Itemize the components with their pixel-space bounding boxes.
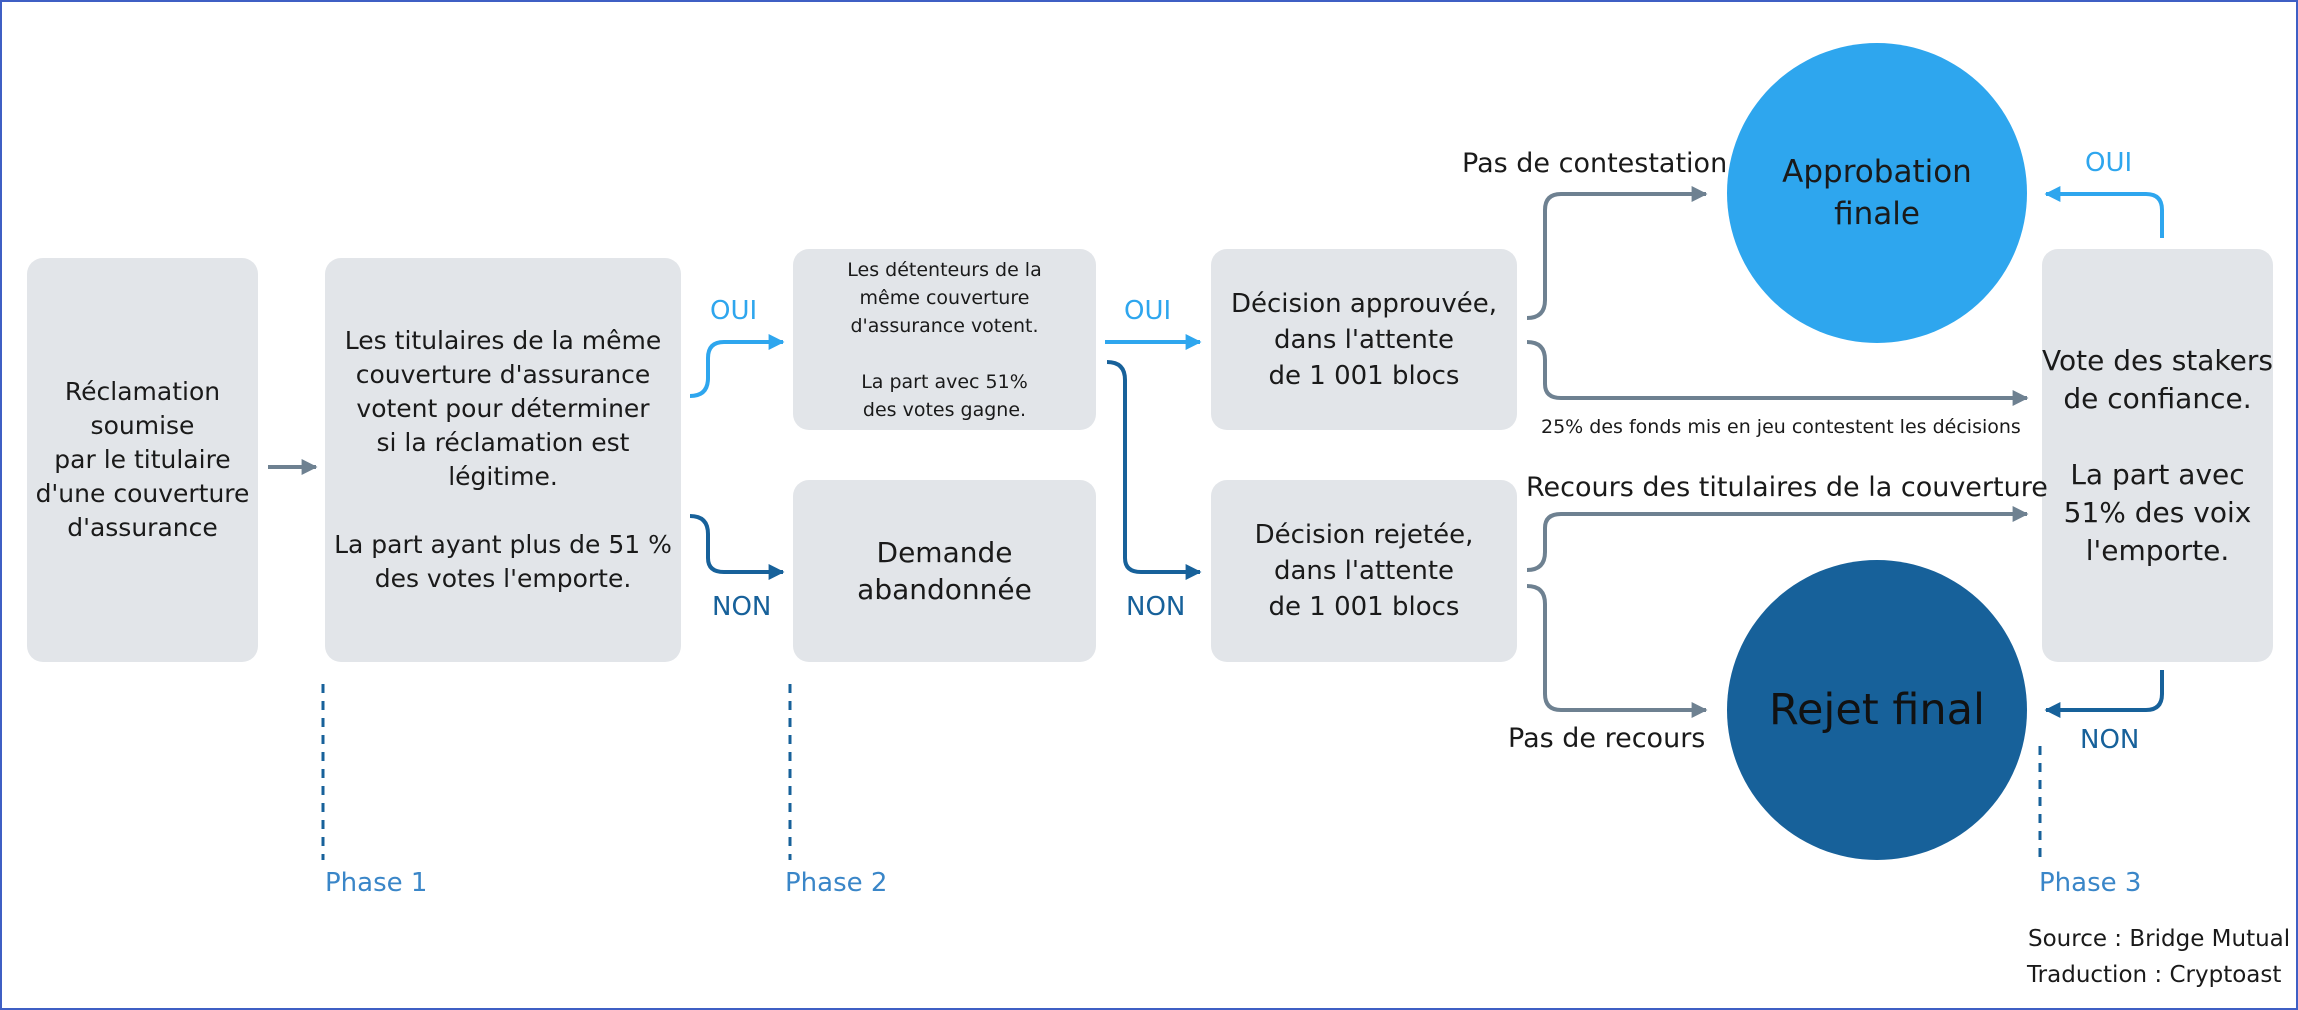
box-decision-rejected: Décision rejetée, dans l'attente de 1 00…	[1211, 480, 1517, 662]
arrow-cover-non	[1106, 360, 1202, 580]
box-stakers-vote-text: Vote des stakers de confiance. La part a…	[2042, 343, 2273, 567]
label-holders-appeal: Recours des titulaires de la couverture	[1526, 472, 2048, 503]
arrow-holders-appeal	[1526, 506, 2029, 572]
arrow-stakers-oui	[2044, 186, 2164, 238]
box-decision-approved: Décision approuvée, dans l'attente de 1 …	[1211, 249, 1517, 430]
arrow-vote-non	[689, 514, 785, 580]
arrow-no-contest	[1526, 186, 1708, 320]
credit-source: Source : Bridge Mutual	[2028, 926, 2291, 952]
label-oui-phase1: OUI	[710, 296, 758, 326]
label-phase-3: Phase 3	[2039, 868, 2142, 898]
label-phase-1: Phase 1	[325, 868, 428, 898]
box-holders-vote-text: Les titulaires de la même couverture d'a…	[334, 326, 672, 593]
label-contest-25: 25% des fonds mis en jeu contestent les …	[1541, 416, 2021, 438]
arrow-vote-oui	[689, 334, 785, 398]
box-same-cover-vote-text: Les détenteurs de la même couverture d'a…	[847, 258, 1042, 421]
circle-final-rejection: Rejet final	[1727, 560, 2027, 860]
label-non-phase1: NON	[712, 592, 772, 622]
box-decision-approved-text: Décision approuvée, dans l'attente de 1 …	[1230, 288, 1498, 391]
arrow-contest	[1526, 340, 2029, 406]
final-rejection-text: Rejet final	[1769, 685, 1985, 735]
label-non-phase2: NON	[1126, 592, 1186, 622]
label-phase-2: Phase 2	[785, 868, 888, 898]
label-oui-stakers: OUI	[2085, 148, 2133, 178]
label-no-contest: Pas de contestation	[1462, 148, 1728, 179]
label-oui-phase2: OUI	[1124, 296, 1172, 326]
label-non-stakers: NON	[2080, 725, 2140, 755]
label-no-appeal: Pas de recours	[1508, 723, 1706, 754]
credit-translation: Traduction : Cryptoast	[2027, 962, 2282, 988]
arrow-stakers-non	[2044, 670, 2164, 718]
circle-final-approval: Approbation finale	[1727, 43, 2027, 343]
box-claim-submitted-text: Réclamation soumise par le titulaire d'u…	[35, 377, 250, 542]
final-approval-text: Approbation finale	[1782, 154, 1972, 232]
box-decision-rejected-text: Décision rejetée, dans l'attente de 1 00…	[1254, 520, 1474, 622]
box-abandoned-text: Demande abandonnée	[857, 536, 1032, 606]
box-holders-vote: Les titulaires de la même couverture d'a…	[325, 258, 681, 662]
box-claim-submitted: Réclamation soumise par le titulaire d'u…	[27, 258, 258, 662]
box-same-cover-vote: Les détenteurs de la même couverture d'a…	[793, 249, 1096, 430]
box-abandoned: Demande abandonnée	[793, 480, 1096, 662]
arrow-no-appeal	[1526, 584, 1708, 718]
box-stakers-vote: Vote des stakers de confiance. La part a…	[2042, 249, 2273, 662]
